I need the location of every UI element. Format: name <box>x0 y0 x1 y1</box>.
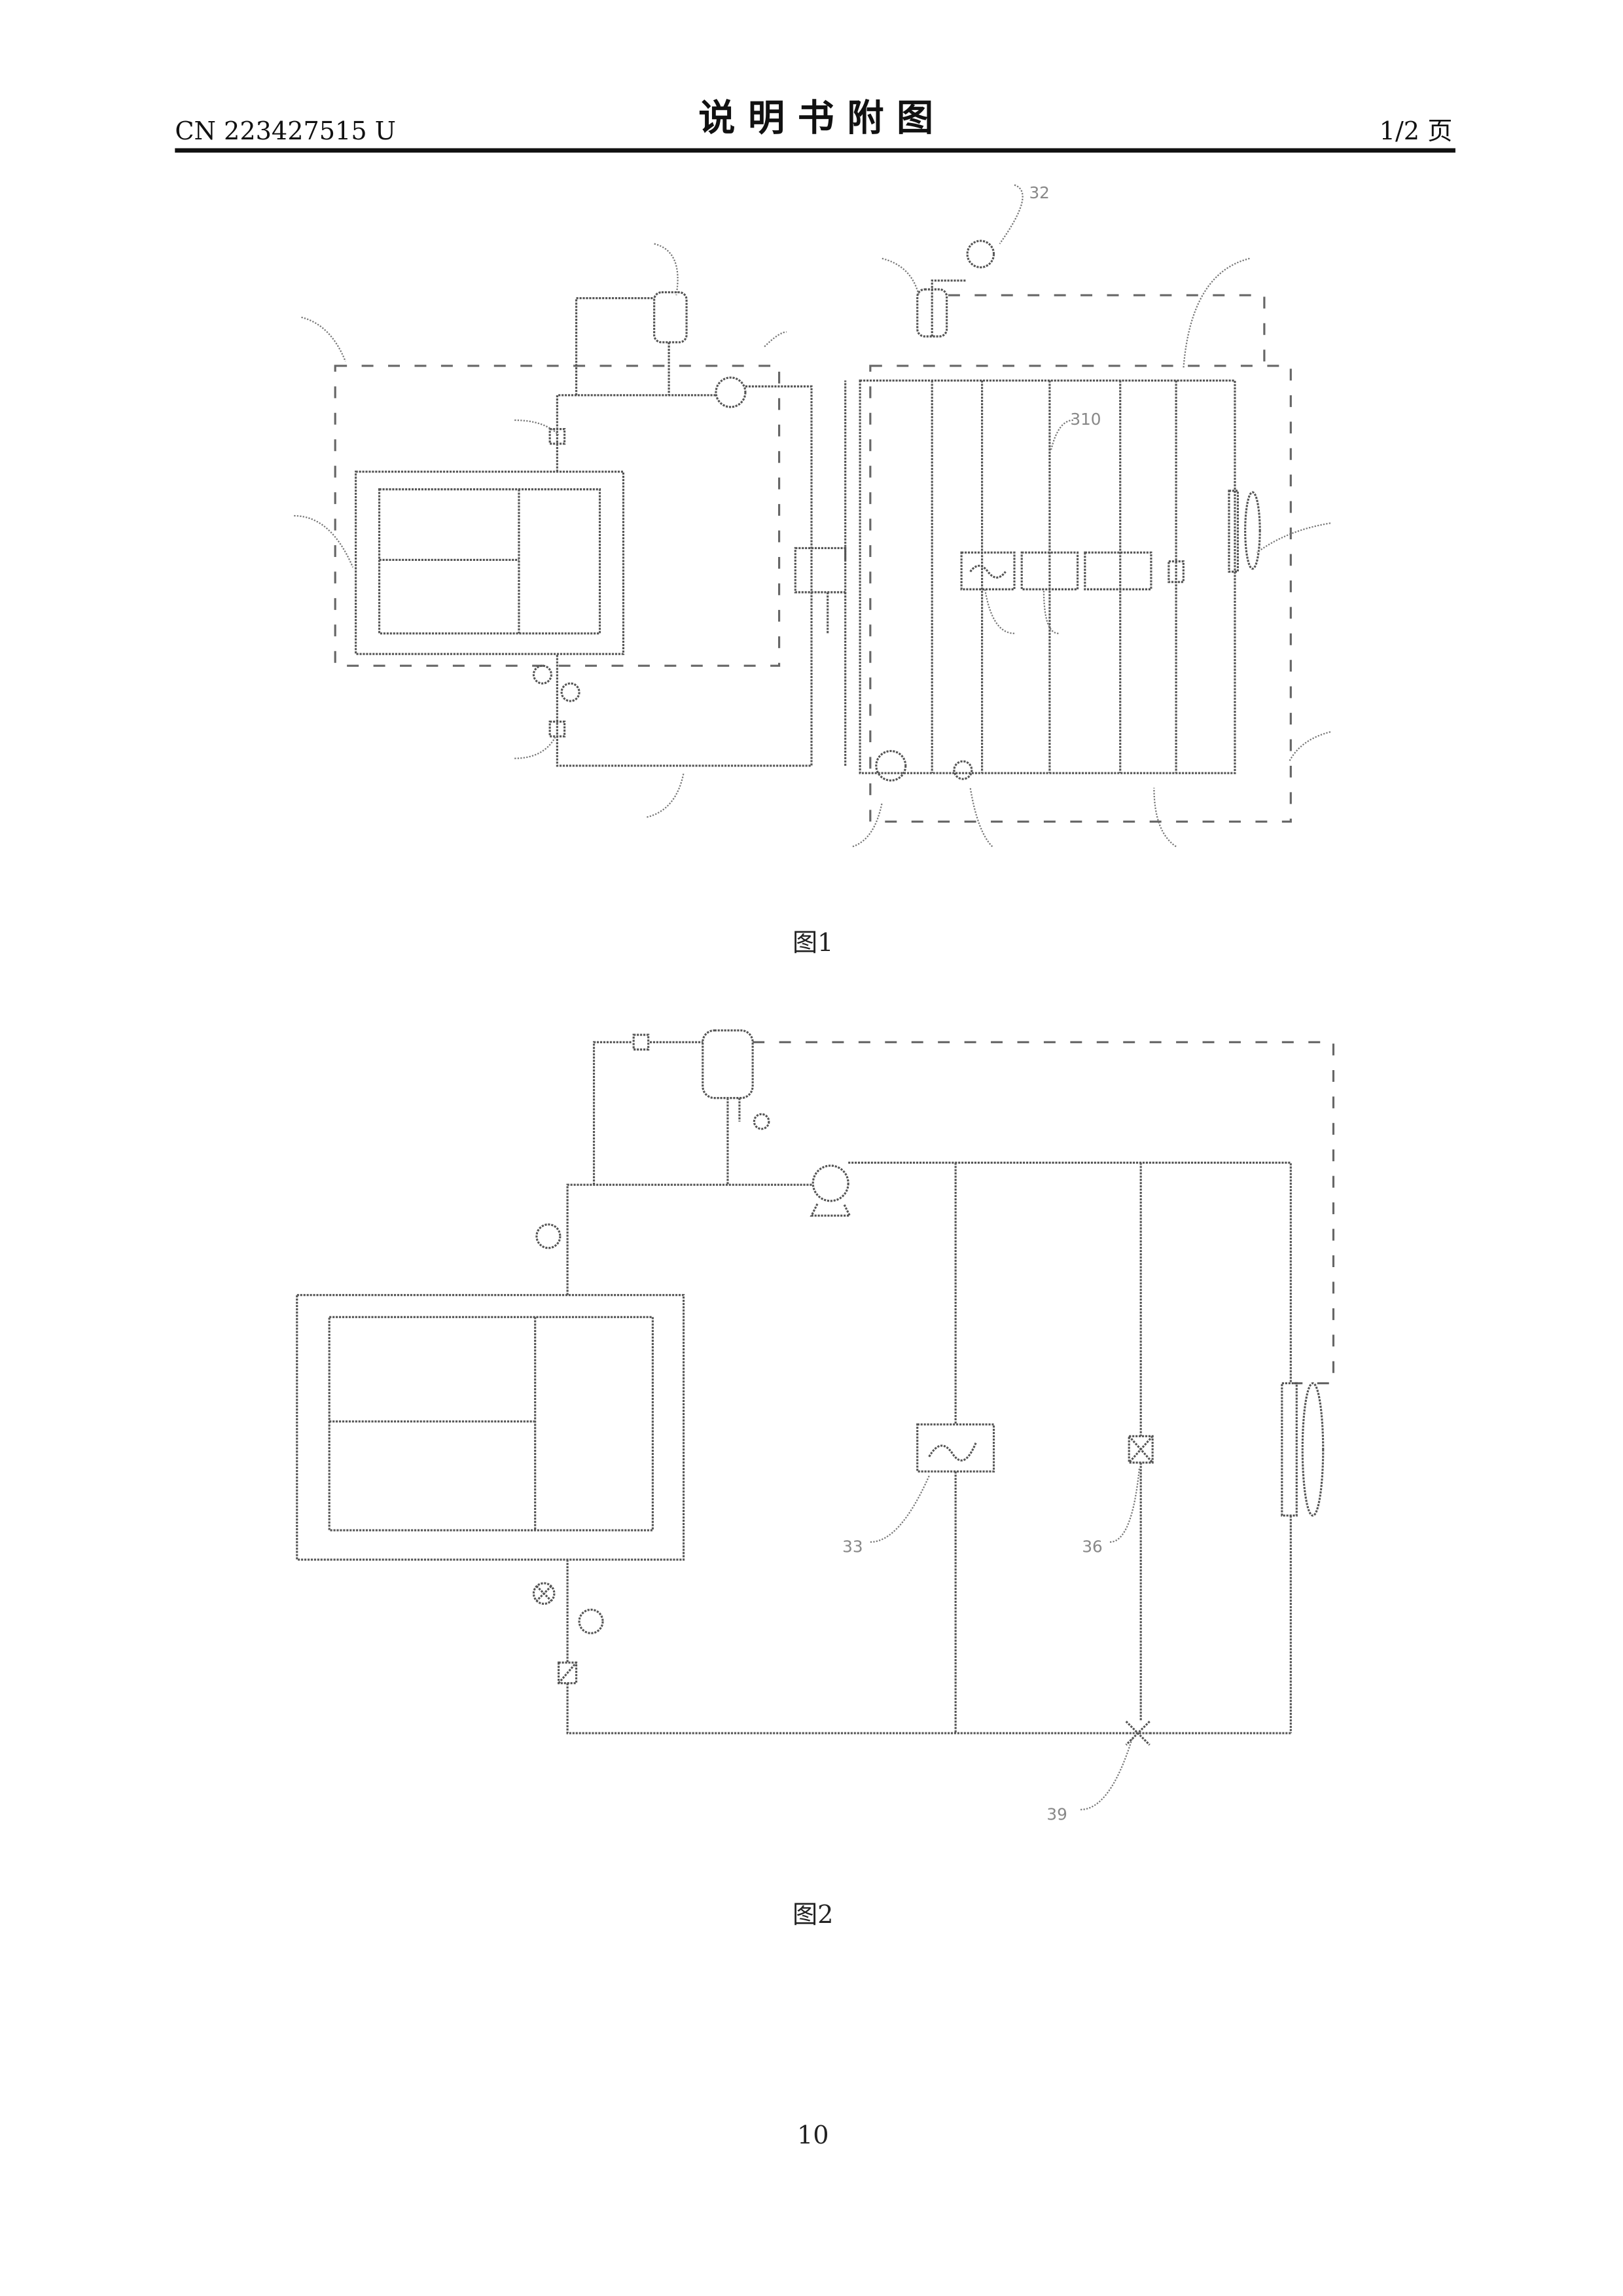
cabinet-outer <box>356 472 624 655</box>
pump-icon <box>813 1166 848 1201</box>
condenser-icon <box>1282 1383 1296 1515</box>
figure-2-diagram: 33 36 39 <box>297 1030 1334 1823</box>
sensor-icon <box>537 1225 560 1248</box>
sensor-icon <box>579 1609 603 1633</box>
expansion-tank-icon <box>703 1030 753 1098</box>
figure-1-caption: 图1 <box>793 929 833 958</box>
right-enclosure-boundary <box>870 366 1291 821</box>
cabinet-inner <box>380 490 600 634</box>
figure-1-diagram: 32 310 <box>294 183 1330 847</box>
pump-icon <box>716 378 745 407</box>
left-enclosure-boundary <box>335 366 779 666</box>
cabinet-outer <box>297 1295 684 1560</box>
figure-2-caption: 图2 <box>793 1901 833 1929</box>
heat-exchanger-icon <box>795 548 845 592</box>
heater-icon <box>918 1424 994 1471</box>
valve-icon <box>633 1035 648 1049</box>
fan-icon <box>1302 1383 1323 1515</box>
pump-icon <box>967 241 993 267</box>
three-way-valve-icon <box>1126 1721 1150 1745</box>
component-box <box>1022 552 1077 589</box>
cabinet-inner <box>329 1317 652 1530</box>
part-label-39: 39 <box>1046 1805 1067 1824</box>
page-title: 说 明 书 附 图 <box>698 97 933 140</box>
fan-icon <box>1229 491 1238 572</box>
branch-loop <box>860 380 1235 773</box>
header-rule <box>175 148 1455 152</box>
page-number: 10 <box>797 2121 829 2150</box>
valve-icon <box>954 761 972 779</box>
part-label: 310 <box>1070 410 1101 429</box>
part-label-36: 36 <box>1082 1537 1102 1556</box>
part-label-33: 33 <box>842 1537 863 1556</box>
part-label: 32 <box>1029 183 1049 202</box>
document-number: CN 223427515 U <box>175 117 396 146</box>
sensor-icon <box>562 683 579 701</box>
drain-icon <box>754 1114 768 1128</box>
expansion-tank-icon <box>654 293 687 342</box>
page-indicator: 1/2 页 <box>1380 117 1453 146</box>
pump-icon <box>876 751 906 780</box>
shutoff-valve-icon <box>533 666 551 683</box>
component-box <box>1085 552 1151 589</box>
